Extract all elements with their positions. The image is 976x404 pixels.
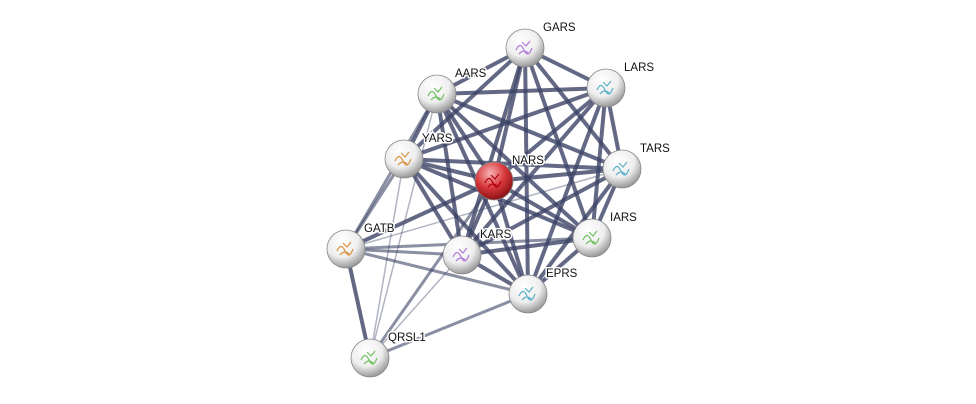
edge-lars-aars[interactable] [436,86,607,96]
node-bubble[interactable] [442,235,482,275]
protein-structure-icon [394,151,412,166]
node-aars[interactable]: AARS [417,67,488,114]
edge-aars-tars[interactable] [436,92,623,171]
protein-structure-icon [612,161,630,176]
node-bubble[interactable] [586,68,626,108]
node-gars[interactable]: GARS [505,21,577,68]
edge-gars-eprs[interactable] [523,47,530,295]
edge-yars-tars[interactable] [403,157,623,171]
node-qrsl1[interactable]: QRSL1 [350,331,427,378]
protein-structure-icon [596,80,614,95]
edge-nars-eprs[interactable] [492,180,530,295]
protein-structure-icon [452,247,470,262]
node-bubble[interactable] [326,229,366,269]
node-label: YARS [422,133,453,145]
edge-yars-eprs[interactable] [402,157,530,296]
node-lars[interactable]: LARS [586,61,656,108]
edges-layer [344,46,624,360]
node-bubble[interactable] [505,28,545,68]
node-label: TARS [640,143,670,155]
node-yars[interactable]: YARS [384,132,454,179]
edge-iars-kars[interactable] [461,236,593,257]
node-iars[interactable]: IARS [572,211,639,258]
edge-lars-kars[interactable] [460,86,608,257]
node-bubble[interactable] [508,274,548,314]
node-label: AARS [455,68,487,80]
node-bubble[interactable] [384,139,424,179]
protein-structure-icon [427,86,445,101]
node-bubble[interactable] [602,149,642,189]
node-eprs[interactable]: EPRS [508,267,579,314]
node-label: IARS [610,212,637,224]
edge-eprs-gatb[interactable] [345,247,529,296]
node-nars[interactable]: NARS [474,154,546,201]
nodes-layer: GARS LARS AARS YARS NARS TARS IARS GATB KARS EPRS… [326,21,672,378]
protein-structure-icon [336,241,354,256]
edge-tars-kars[interactable] [461,167,623,257]
node-bubble[interactable] [350,338,390,378]
edge-gars-kars[interactable] [460,47,527,256]
node-label: KARS [480,229,512,241]
edge-tars-gatb[interactable] [345,168,623,250]
node-label: EPRS [546,268,578,280]
node-gatb[interactable]: GATB [326,222,396,269]
node-label: NARS [512,155,544,167]
edge-eprs-qrsl1[interactable] [369,292,529,360]
protein-structure-icon [582,230,600,245]
node-label: GATB [364,223,395,235]
edge-nars-gatb[interactable] [345,179,495,251]
edge-nars-tars[interactable] [493,167,623,183]
node-tars[interactable]: TARS [602,142,672,189]
edge-gars-tars[interactable] [523,46,624,171]
protein-structure-icon [484,173,502,188]
node-label: GARS [543,22,576,34]
node-label: QRSL1 [388,332,426,344]
node-label: LARS [624,62,654,74]
protein-structure-icon [360,350,378,365]
node-bubble[interactable] [474,161,514,201]
edge-aars-qrsl1[interactable] [369,93,438,359]
edge-lars-iars[interactable] [590,87,608,239]
node-kars[interactable]: KARS [442,228,513,275]
protein-structure-icon [518,286,536,301]
edge-kars-qrsl1[interactable] [369,254,463,359]
protein-structure-icon [515,40,533,55]
node-bubble[interactable] [572,218,612,258]
node-bubble[interactable] [417,74,457,114]
edge-aars-kars[interactable] [435,93,464,256]
edge-lars-eprs[interactable] [526,87,608,295]
